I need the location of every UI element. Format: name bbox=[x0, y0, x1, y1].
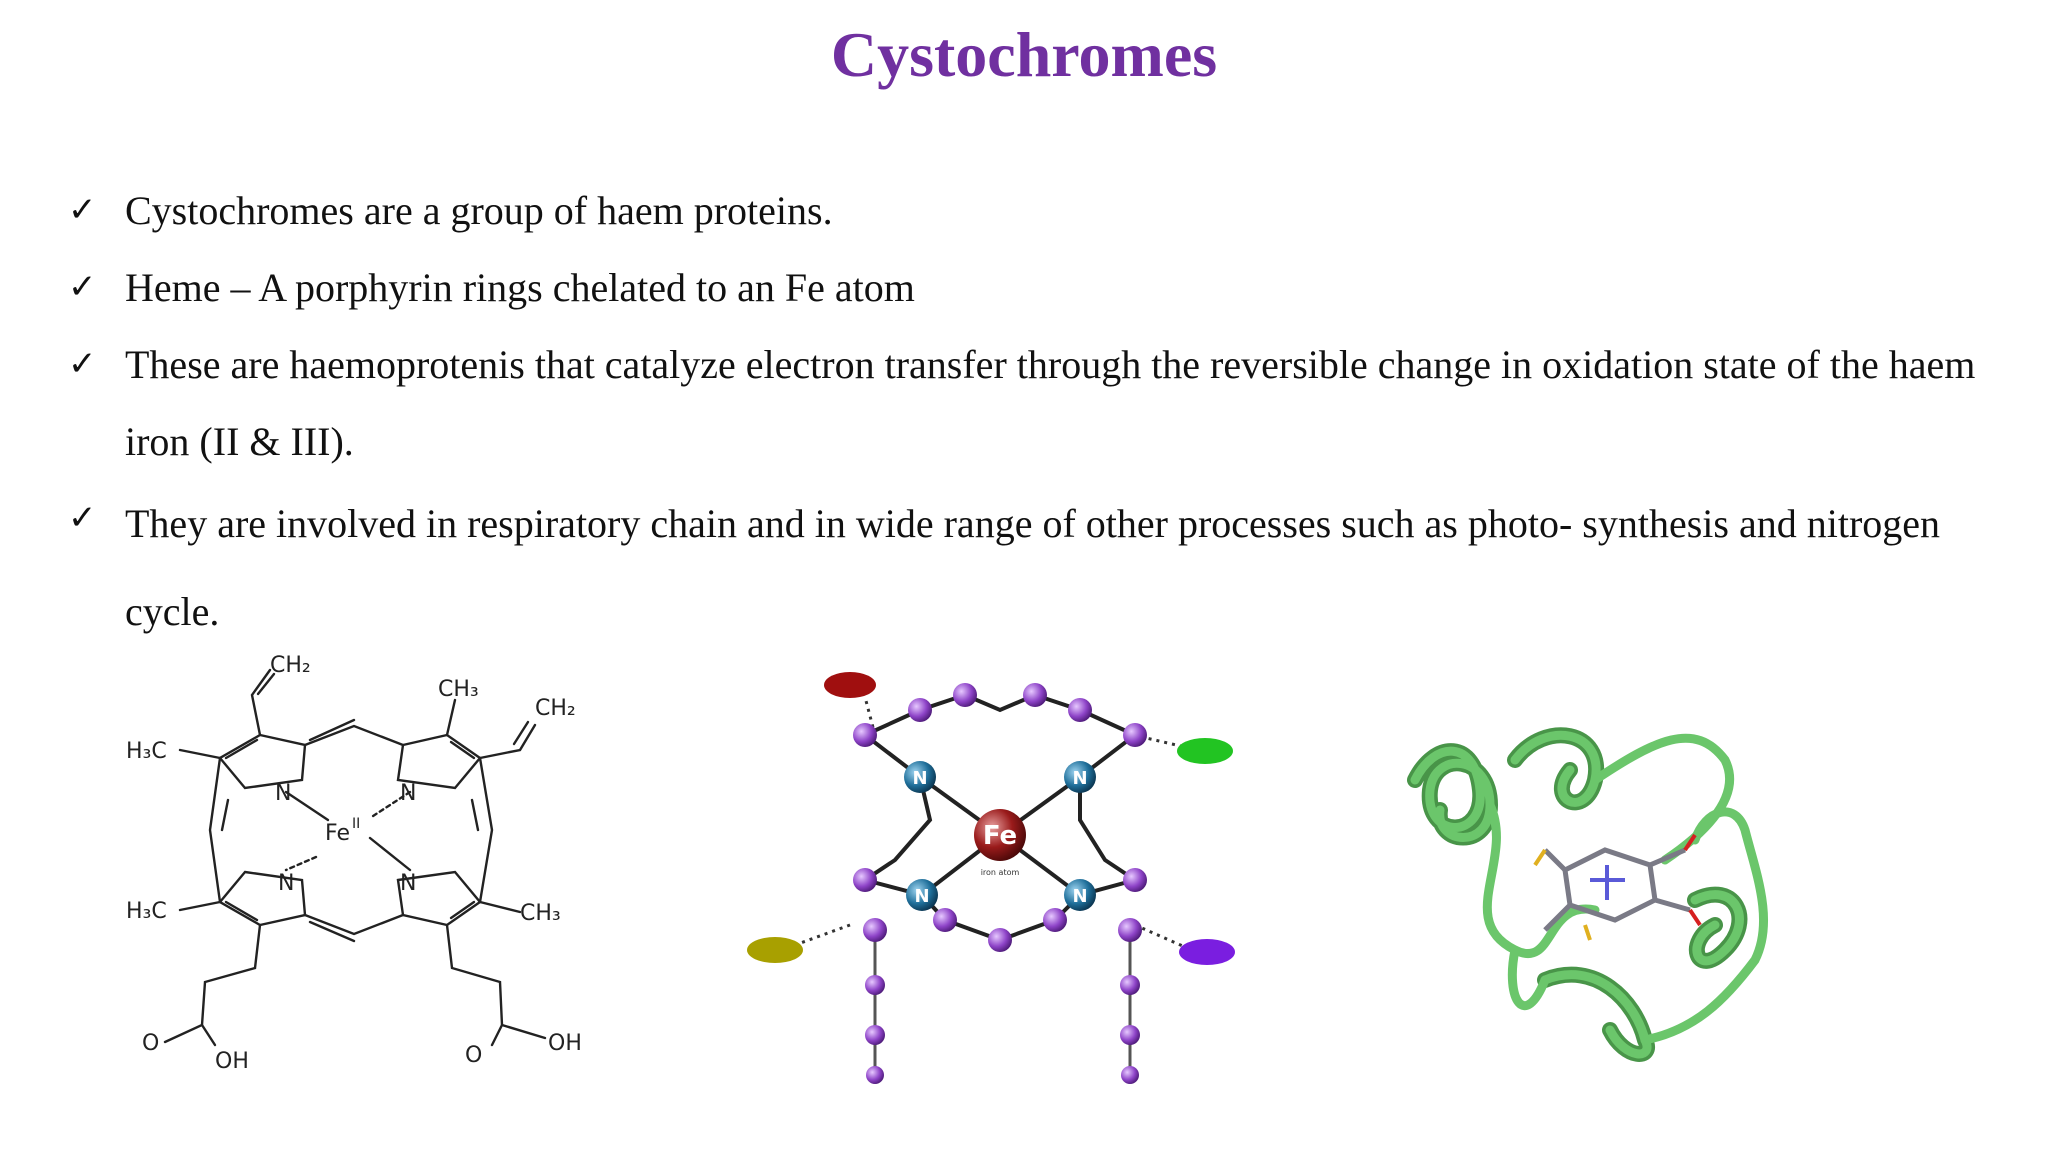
side-group-red bbox=[824, 672, 876, 698]
slide-title: Cystochromes bbox=[830, 19, 1218, 90]
iron-atom bbox=[974, 809, 1026, 861]
nitrogen-label: N bbox=[1072, 768, 1087, 789]
nitrogen-atom bbox=[1064, 879, 1096, 911]
heme-group bbox=[1543, 847, 1691, 932]
carbon-atom bbox=[1120, 975, 1140, 995]
side-group-green bbox=[1177, 738, 1233, 764]
checkmark-icon: ✓ bbox=[68, 267, 97, 307]
nitrogen-atom bbox=[1064, 761, 1096, 793]
carbon-atom bbox=[953, 683, 977, 707]
bullet-item: ✓ Heme – A porphyrin rings chelated to a… bbox=[68, 249, 1988, 326]
iron-label: Fe bbox=[983, 821, 1017, 851]
carbon-atom bbox=[1120, 1025, 1140, 1045]
oxygen-label: O bbox=[142, 1031, 159, 1056]
nitrogen-atom bbox=[904, 761, 936, 793]
nitrogen-atom bbox=[906, 879, 938, 911]
oxygen-atoms bbox=[1683, 833, 1702, 927]
iron-oxidation-label: II bbox=[352, 816, 360, 832]
methyl-label: CH₃ bbox=[438, 677, 479, 702]
carbon-atom bbox=[1121, 1066, 1139, 1084]
methyl-label: H₃C bbox=[126, 739, 167, 764]
carbon-atom bbox=[1118, 918, 1142, 942]
carbon-atom bbox=[853, 868, 877, 892]
nitrogen-label: N bbox=[912, 768, 927, 789]
nitrogen-label: N bbox=[400, 871, 416, 896]
vinyl-label: CH₂ bbox=[270, 653, 311, 678]
carbon-atom bbox=[988, 928, 1012, 952]
bullet-item: ✓ They are involved in respiratory chain… bbox=[68, 480, 1988, 656]
hydroxyl-label: OH bbox=[548, 1031, 582, 1056]
methyl-label: CH₃ bbox=[520, 901, 561, 926]
nitrogen-label: N bbox=[914, 886, 929, 907]
nitrogen-label: N bbox=[278, 871, 294, 896]
cytochrome-ribbon-model bbox=[1407, 727, 1769, 1062]
heme-nitrogens bbox=[1590, 865, 1625, 900]
bullet-text: They are involved in respiratory chain a… bbox=[125, 501, 1941, 634]
checkmark-icon: ✓ bbox=[68, 498, 97, 538]
nitrogen-label: N bbox=[1072, 886, 1087, 907]
nitrogen-label: N bbox=[400, 781, 416, 806]
hydroxyl-label: OH bbox=[215, 1049, 249, 1074]
bullet-item: ✓ These are haemoprotenis that catalyze … bbox=[68, 326, 1988, 480]
carbon-atom bbox=[1068, 698, 1092, 722]
checkmark-icon: ✓ bbox=[68, 190, 97, 230]
iron-label: Fe bbox=[325, 821, 350, 846]
vinyl-label: CH₂ bbox=[535, 696, 576, 721]
carbon-atom bbox=[1023, 683, 1047, 707]
methyl-label: H₃C bbox=[126, 899, 167, 924]
bullet-list: ✓ Cystochromes are a group of haem prote… bbox=[68, 172, 1988, 656]
iron-caption: iron atom bbox=[981, 868, 1020, 877]
heme-ball-and-stick-model: N N N N Fe iron atom bbox=[747, 672, 1235, 1084]
carbon-atoms bbox=[853, 683, 1147, 1084]
checkmark-icon: ✓ bbox=[68, 344, 97, 384]
carbon-atom bbox=[1123, 868, 1147, 892]
carbon-atom bbox=[863, 918, 887, 942]
carbon-atom bbox=[1043, 908, 1067, 932]
carbon-atom bbox=[866, 1066, 884, 1084]
heme-structural-formula: CH₂ CH₃ CH₂ H₃C H₃C CH₃ N N N N Fe II O … bbox=[126, 653, 582, 1074]
carbon-atom bbox=[853, 723, 877, 747]
oxygen-label: O bbox=[465, 1043, 482, 1068]
side-group-violet bbox=[1179, 939, 1235, 965]
carbon-atom bbox=[865, 1025, 885, 1045]
carbon-atom bbox=[908, 698, 932, 722]
bullet-text: Cystochromes are a group of haem protein… bbox=[125, 188, 833, 233]
bullet-text: These are haemoprotenis that catalyze el… bbox=[125, 342, 1976, 464]
sulfur-atoms bbox=[1533, 848, 1592, 941]
carbon-atom bbox=[1123, 723, 1147, 747]
carbon-atom bbox=[865, 975, 885, 995]
bullet-text: Heme – A porphyrin rings chelated to an … bbox=[125, 265, 915, 310]
side-group-olive bbox=[747, 937, 803, 963]
nitrogen-label: N bbox=[275, 781, 291, 806]
carbon-atom bbox=[933, 908, 957, 932]
bullet-item: ✓ Cystochromes are a group of haem prote… bbox=[68, 172, 1988, 249]
